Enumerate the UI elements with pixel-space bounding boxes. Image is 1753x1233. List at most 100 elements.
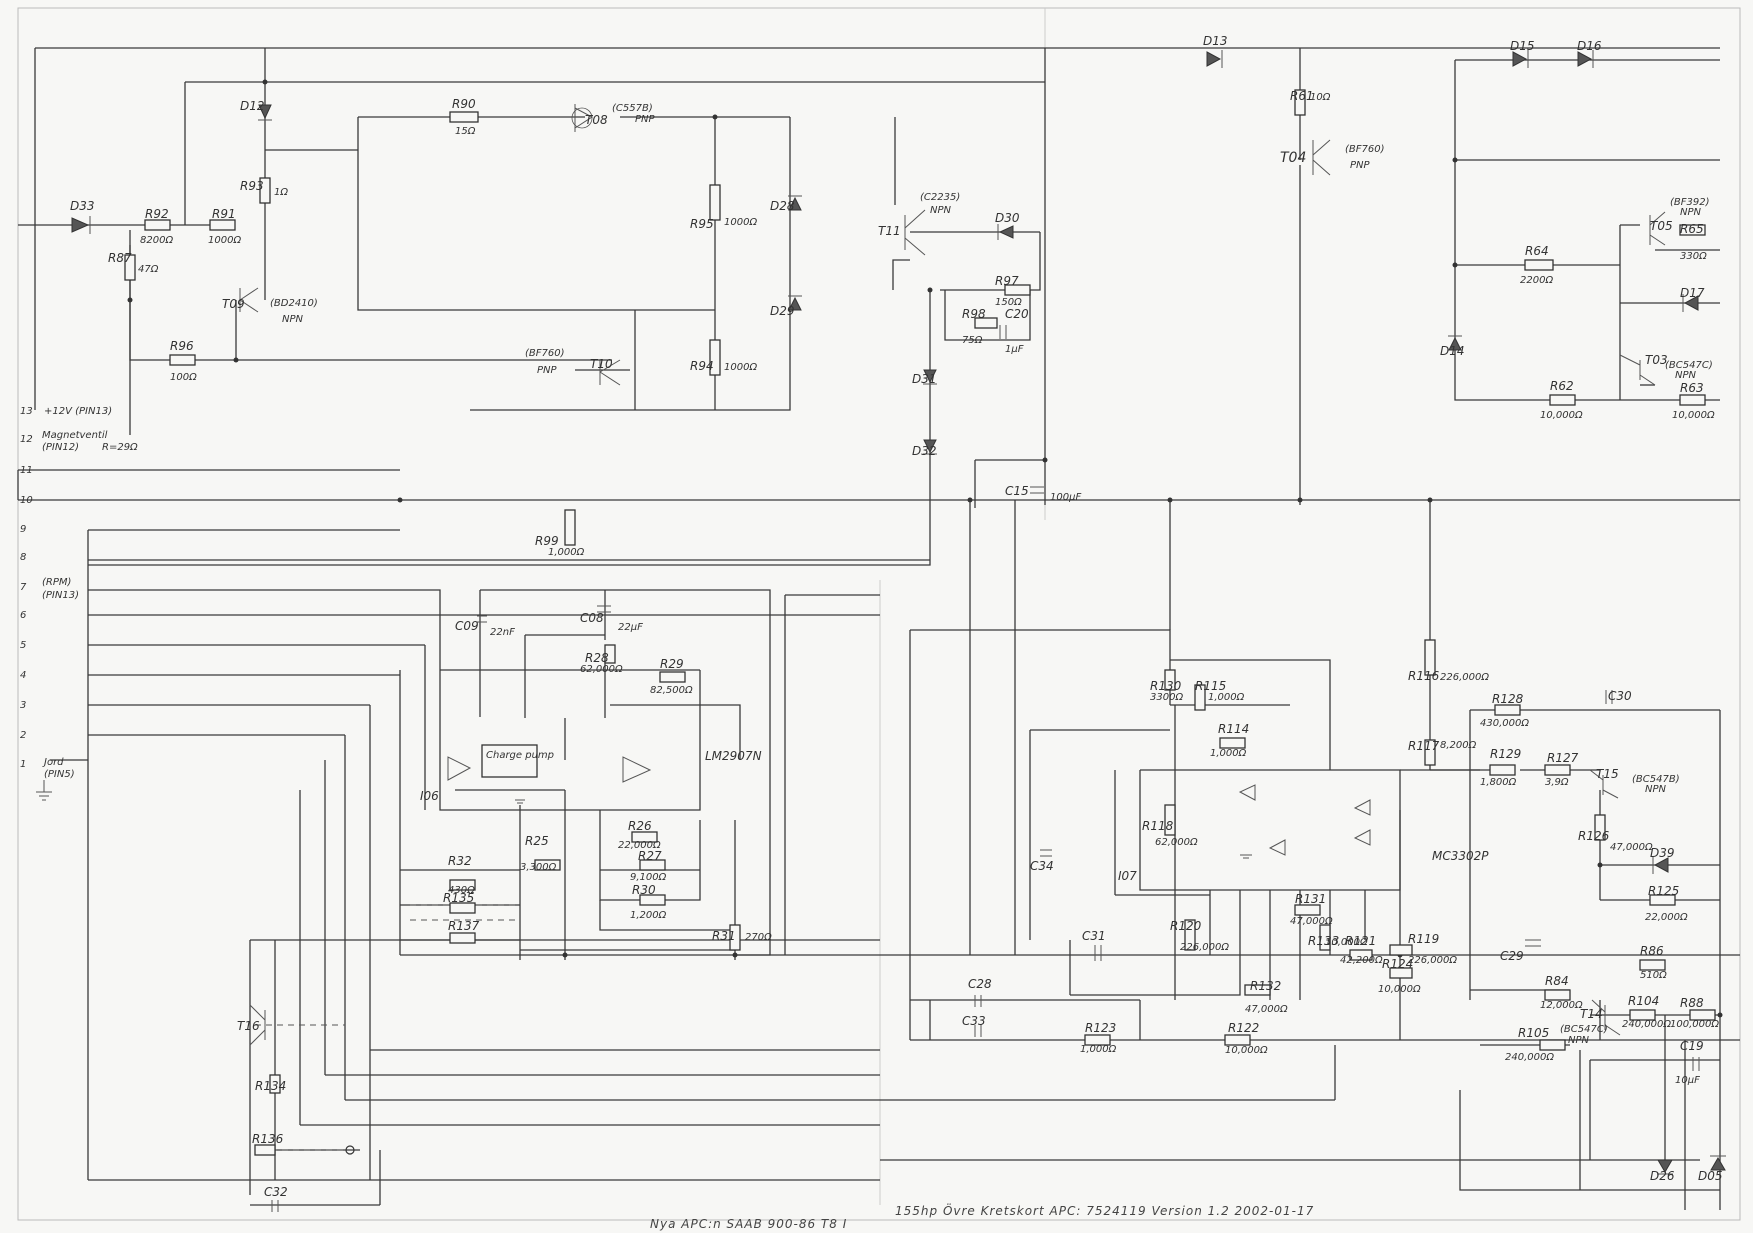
value-R86: 510Ω	[1640, 970, 1667, 981]
value-R104: 240,000Ω	[1622, 1019, 1671, 1030]
label-R114: R114	[1218, 722, 1249, 736]
value-R91: 1000Ω	[208, 235, 241, 246]
value-R128: 430,000Ω	[1480, 718, 1529, 729]
label-D30: D30	[995, 211, 1020, 225]
label-T14: T14	[1580, 1007, 1603, 1021]
label-D33: D33	[70, 199, 95, 213]
label-C20: C20	[1005, 307, 1029, 321]
pin-9-number: 9	[20, 524, 26, 535]
label-C19: C19	[1680, 1039, 1704, 1053]
value-R119: 226,000Ω	[1408, 955, 1457, 966]
value-R92: 8200Ω	[140, 235, 173, 246]
pin-13-label: +12V (PIN13)	[44, 406, 112, 417]
label-R28: R28	[585, 651, 609, 665]
pin-7-label: (RPM)	[42, 577, 71, 588]
label-R137: R137	[448, 919, 480, 933]
value-R28: 62,000Ω	[580, 664, 623, 675]
label-D26: D26	[1650, 1169, 1675, 1183]
label-T10: T10	[590, 357, 613, 371]
value-C09: 22nF	[490, 627, 515, 638]
label-R129: R129	[1490, 747, 1521, 761]
label-R127: R127	[1547, 751, 1579, 765]
label-R32: R32	[448, 854, 472, 868]
label-C34: C34	[1030, 859, 1054, 873]
polarity-T04: PNP	[1350, 160, 1371, 171]
pin-2-number: 2	[20, 730, 26, 741]
value-R127: 3,9Ω	[1545, 777, 1569, 788]
label-R27: R27	[638, 849, 662, 863]
value-R93: 1Ω	[274, 187, 288, 198]
pin-10-number: 10	[20, 495, 33, 506]
pin-1-sub: (PIN5)	[44, 769, 75, 780]
label-R104: R104	[1628, 994, 1659, 1008]
sheet-border	[17, 7, 1741, 1221]
connector-pins: 13 +12V (PIN13) 12 Magnetventil (PIN12) …	[20, 406, 138, 780]
pin-13-number: 13	[20, 406, 33, 417]
label-C29: C29	[1500, 949, 1524, 963]
label-C08: C08	[580, 611, 604, 625]
label-R88: R88	[1680, 996, 1704, 1010]
value-R123: 1,000Ω	[1080, 1044, 1117, 1055]
value-R63: 10,000Ω	[1672, 410, 1715, 421]
label-D05: D05	[1698, 1169, 1723, 1183]
type-T08: (C557B)	[612, 103, 653, 114]
label-R133: R133	[1308, 934, 1339, 948]
label-R84: R84	[1545, 974, 1569, 988]
type-T15: (BC547B)	[1632, 774, 1680, 785]
footer-right: 155hp Övre Kretskort APC: 7524119 Versio…	[895, 1202, 1314, 1218]
label-R62: R62	[1550, 379, 1574, 393]
value-R133: 10,000Ω	[1325, 937, 1368, 948]
pin-12-number: 12	[20, 434, 33, 445]
label-R87: R87	[108, 251, 132, 265]
label-R97: R97	[995, 274, 1019, 288]
label-T03: T03	[1645, 353, 1668, 367]
label-C28: C28	[968, 977, 992, 991]
value-R122: 10,000Ω	[1225, 1045, 1268, 1056]
type-T10: (BF760)	[525, 348, 565, 359]
label-D14: D14	[1440, 344, 1465, 358]
label-C30: C30	[1608, 689, 1632, 703]
type-T11: (C2235)	[920, 192, 960, 203]
value-R121: 42,200Ω	[1340, 955, 1383, 966]
label-D39: D39	[1650, 846, 1675, 860]
value-R99: 1,000Ω	[548, 547, 585, 558]
label-T15: T15	[1596, 767, 1619, 781]
charge-pump-label: Charge pump	[486, 750, 554, 761]
label-R117: R117	[1408, 739, 1440, 753]
pin-12-resistance: R=29Ω	[102, 442, 138, 453]
title-block: Nya APC:n SAAB 900-86 T8 I 155hp Övre Kr…	[650, 1202, 1314, 1231]
component-labels: D33 R92 8200Ω R91 1000Ω R87 47Ω D12 R93 …	[70, 34, 1723, 1199]
pin-1-label: Jord	[42, 757, 64, 768]
value-R98: 75Ω	[962, 335, 983, 346]
label-R64: R64	[1525, 244, 1549, 258]
value-C08: 22μF	[618, 622, 643, 633]
component-symbols	[36, 50, 1726, 1212]
label-D28: D28	[770, 199, 795, 213]
value-R65: 330Ω	[1680, 251, 1707, 262]
value-R26: 22,000Ω	[618, 840, 661, 851]
pin-7-sub: (PIN13)	[42, 590, 79, 601]
label-C15: C15	[1005, 484, 1029, 498]
polarity-T03: NPN	[1675, 370, 1697, 381]
label-R30: R30	[632, 883, 656, 897]
value-R27: 9,100Ω	[630, 872, 667, 883]
value-R126: 47,000Ω	[1610, 842, 1653, 853]
label-C31: C31	[1082, 929, 1106, 943]
label-R91: R91	[212, 207, 236, 221]
value-R115: 1,000Ω	[1208, 692, 1245, 703]
value-C19: 10μF	[1675, 1075, 1700, 1086]
value-R130: 3300Ω	[1150, 692, 1183, 703]
pin-4-number: 4	[20, 670, 26, 681]
pin-5-number: 5	[20, 640, 26, 651]
label-R120: R120	[1170, 919, 1202, 933]
pin-12-sub: (PIN12)	[42, 442, 79, 453]
value-R25: 3,300Ω	[520, 862, 557, 873]
label-T11: T11	[878, 224, 901, 238]
value-R30: 1,200Ω	[630, 910, 667, 921]
label-R95: R95	[690, 217, 714, 231]
label-R98: R98	[962, 307, 986, 321]
value-R105: 240,000Ω	[1505, 1052, 1554, 1063]
pin-11-number: 11	[20, 465, 33, 476]
label-C32: C32	[264, 1185, 288, 1199]
value-R131: 47,000Ω	[1290, 916, 1333, 927]
